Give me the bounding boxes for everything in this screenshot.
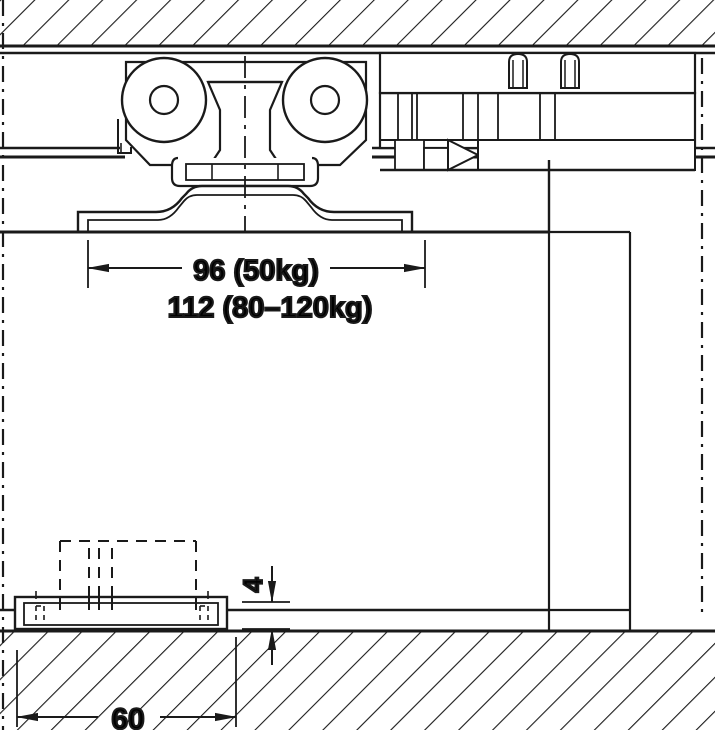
dimension-top-width <box>87 240 426 288</box>
dimension-guide-width <box>16 637 237 727</box>
dim-label-96: 96 (50kg) <box>193 255 319 287</box>
dimension-floor-gap <box>242 566 290 665</box>
floor-guide-plate <box>13 540 229 631</box>
damper-pin-left <box>508 52 528 89</box>
sliding-door-panel <box>0 160 632 632</box>
roller-wheel-left <box>120 56 208 144</box>
ceiling-hatched-section <box>0 0 715 48</box>
damper-pin-right <box>560 52 580 89</box>
dim-label-4: 4 <box>238 577 268 592</box>
soft-close-mechanism <box>378 51 697 172</box>
dim-label-60: 60 <box>111 703 144 730</box>
floor-hatched-section <box>0 629 715 730</box>
roller-wheel-right <box>281 56 369 144</box>
dim-label-112: 112 (80–120kg) <box>168 292 373 324</box>
